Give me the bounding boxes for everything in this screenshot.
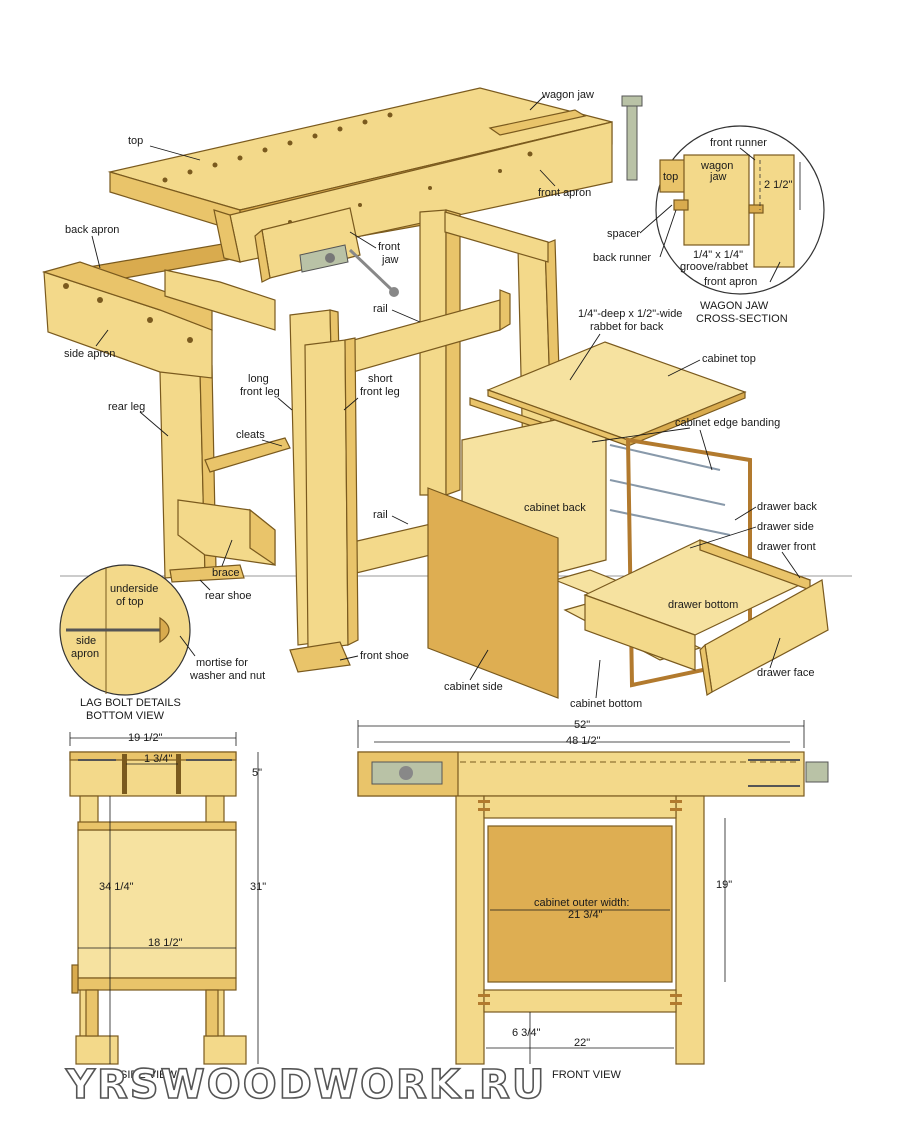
label-rear-shoe: rear shoe bbox=[205, 590, 251, 602]
label-underside-1: underside bbox=[110, 583, 158, 595]
label-front-shoe: front shoe bbox=[360, 650, 409, 662]
dim-side-width-top: 19 1/2" bbox=[128, 732, 163, 744]
caption-side-view: SIDE VIEW bbox=[120, 1069, 177, 1081]
label-front-jaw-2: jaw bbox=[381, 254, 399, 266]
cabinet-panel-front bbox=[487, 825, 673, 983]
label-lag-side-2: apron bbox=[71, 648, 99, 660]
label-cabinet-back: cabinet back bbox=[524, 502, 586, 514]
label-short-front-leg-2: front leg bbox=[360, 386, 400, 398]
caption-wagon-2: CROSS-SECTION bbox=[696, 313, 788, 325]
caption-front-view: FRONT VIEW bbox=[552, 1069, 621, 1081]
label-long-front-leg-2: front leg bbox=[240, 386, 280, 398]
front-shoe-part bbox=[289, 641, 351, 673]
exploded-assembly bbox=[41, 87, 852, 699]
dim-overall-length: 52" bbox=[574, 719, 590, 731]
label-drawer-bottom: drawer bottom bbox=[668, 599, 738, 611]
label-drawer-side: drawer side bbox=[757, 521, 814, 533]
label-top: top bbox=[128, 135, 143, 147]
label-front-jaw-1: front bbox=[378, 241, 400, 253]
dim-wagon-height: 2 1/2" bbox=[764, 179, 792, 191]
label-wagon-jaw-detail-1: wagon bbox=[700, 160, 733, 172]
label-groove-1: 1/4" x 1/4" bbox=[693, 249, 743, 261]
label-cabinet-side: cabinet side bbox=[444, 681, 503, 693]
label-lag-side-1: side bbox=[76, 635, 96, 647]
label-back-apron: back apron bbox=[65, 224, 119, 236]
label-drawer-face: drawer face bbox=[757, 667, 814, 679]
label-mortise-1: mortise for bbox=[196, 657, 248, 669]
dim-inner-width: 18 1/2" bbox=[148, 937, 183, 949]
dim-cabinet-width: 21 3/4" bbox=[568, 909, 603, 921]
label-rail-lower: rail bbox=[373, 509, 388, 521]
label-rail-upper: rail bbox=[373, 303, 388, 315]
label-wagon-jaw: wagon jaw bbox=[541, 89, 594, 101]
label-front-apron-detail: front apron bbox=[704, 276, 757, 288]
caption-lag-1: LAG BOLT DETAILS bbox=[80, 697, 181, 709]
label-front-apron: front apron bbox=[538, 187, 591, 199]
wagon-jaw-detail: front runner wagon jaw top 2 1/2" spacer… bbox=[593, 125, 825, 325]
label-cabinet-bottom: cabinet bottom bbox=[570, 698, 642, 710]
dim-height-total: 31" bbox=[250, 881, 266, 893]
label-side-apron: side apron bbox=[64, 348, 115, 360]
label-underside-2: of top bbox=[116, 596, 144, 608]
side-view: 19 1/2" 1 3/4" 5" 34 1/4" 31" 18 1/2" SI… bbox=[69, 732, 266, 1081]
label-back-runner: back runner bbox=[593, 252, 651, 264]
label-brace: brace bbox=[212, 567, 240, 579]
label-mortise-2: washer and nut bbox=[189, 670, 265, 682]
dim-apron-height: 5" bbox=[252, 767, 262, 779]
lag-bolt-detail: underside of top side apron mortise for … bbox=[59, 564, 265, 722]
label-top-detail: top bbox=[663, 171, 678, 183]
label-short-front-leg-1: short bbox=[368, 373, 392, 385]
label-drawer-back: drawer back bbox=[757, 501, 817, 513]
cabinet-side-part bbox=[427, 487, 559, 699]
dim-leg-spacing: 22" bbox=[574, 1037, 590, 1049]
dim-height-to-shoe: 34 1/4" bbox=[99, 881, 134, 893]
label-rabbet-2: rabbet for back bbox=[590, 321, 664, 333]
label-groove-2: groove/rabbet bbox=[680, 261, 748, 273]
dim-cabinet-height: 19" bbox=[716, 879, 732, 891]
label-cleats: cleats bbox=[236, 429, 265, 441]
label-drawer-front: drawer front bbox=[757, 541, 816, 553]
label-wagon-jaw-detail-2: jaw bbox=[709, 171, 727, 183]
front-view: 52" 48 1/2" 19" cabinet outer width: 21 … bbox=[357, 719, 829, 1081]
caption-lag-2: BOTTOM VIEW bbox=[86, 710, 165, 722]
dim-inner-length: 48 1/2" bbox=[566, 735, 601, 747]
exploded-labels: top wagon jaw front apron back apron fro… bbox=[64, 89, 817, 710]
label-rabbet-1: 1/4"-deep x 1/2"-wide bbox=[578, 308, 682, 320]
short-front-leg-part bbox=[304, 339, 349, 651]
dim-rail-height: 6 3/4" bbox=[512, 1027, 540, 1039]
caption-wagon-1: WAGON JAW bbox=[700, 300, 769, 312]
label-rear-leg: rear leg bbox=[108, 401, 145, 413]
label-long-front-leg-1: long bbox=[248, 373, 269, 385]
dim-apron-gap: 1 3/4" bbox=[144, 753, 172, 765]
watermark-text: YRSWOODWORK.RU bbox=[65, 1062, 546, 1108]
label-front-runner: front runner bbox=[710, 137, 767, 149]
label-spacer: spacer bbox=[607, 228, 640, 240]
label-cabinet-edge-banding: cabinet edge banding bbox=[675, 417, 780, 429]
dim-cabinet-width-label: cabinet outer width: bbox=[534, 897, 629, 909]
label-cabinet-top: cabinet top bbox=[702, 353, 756, 365]
